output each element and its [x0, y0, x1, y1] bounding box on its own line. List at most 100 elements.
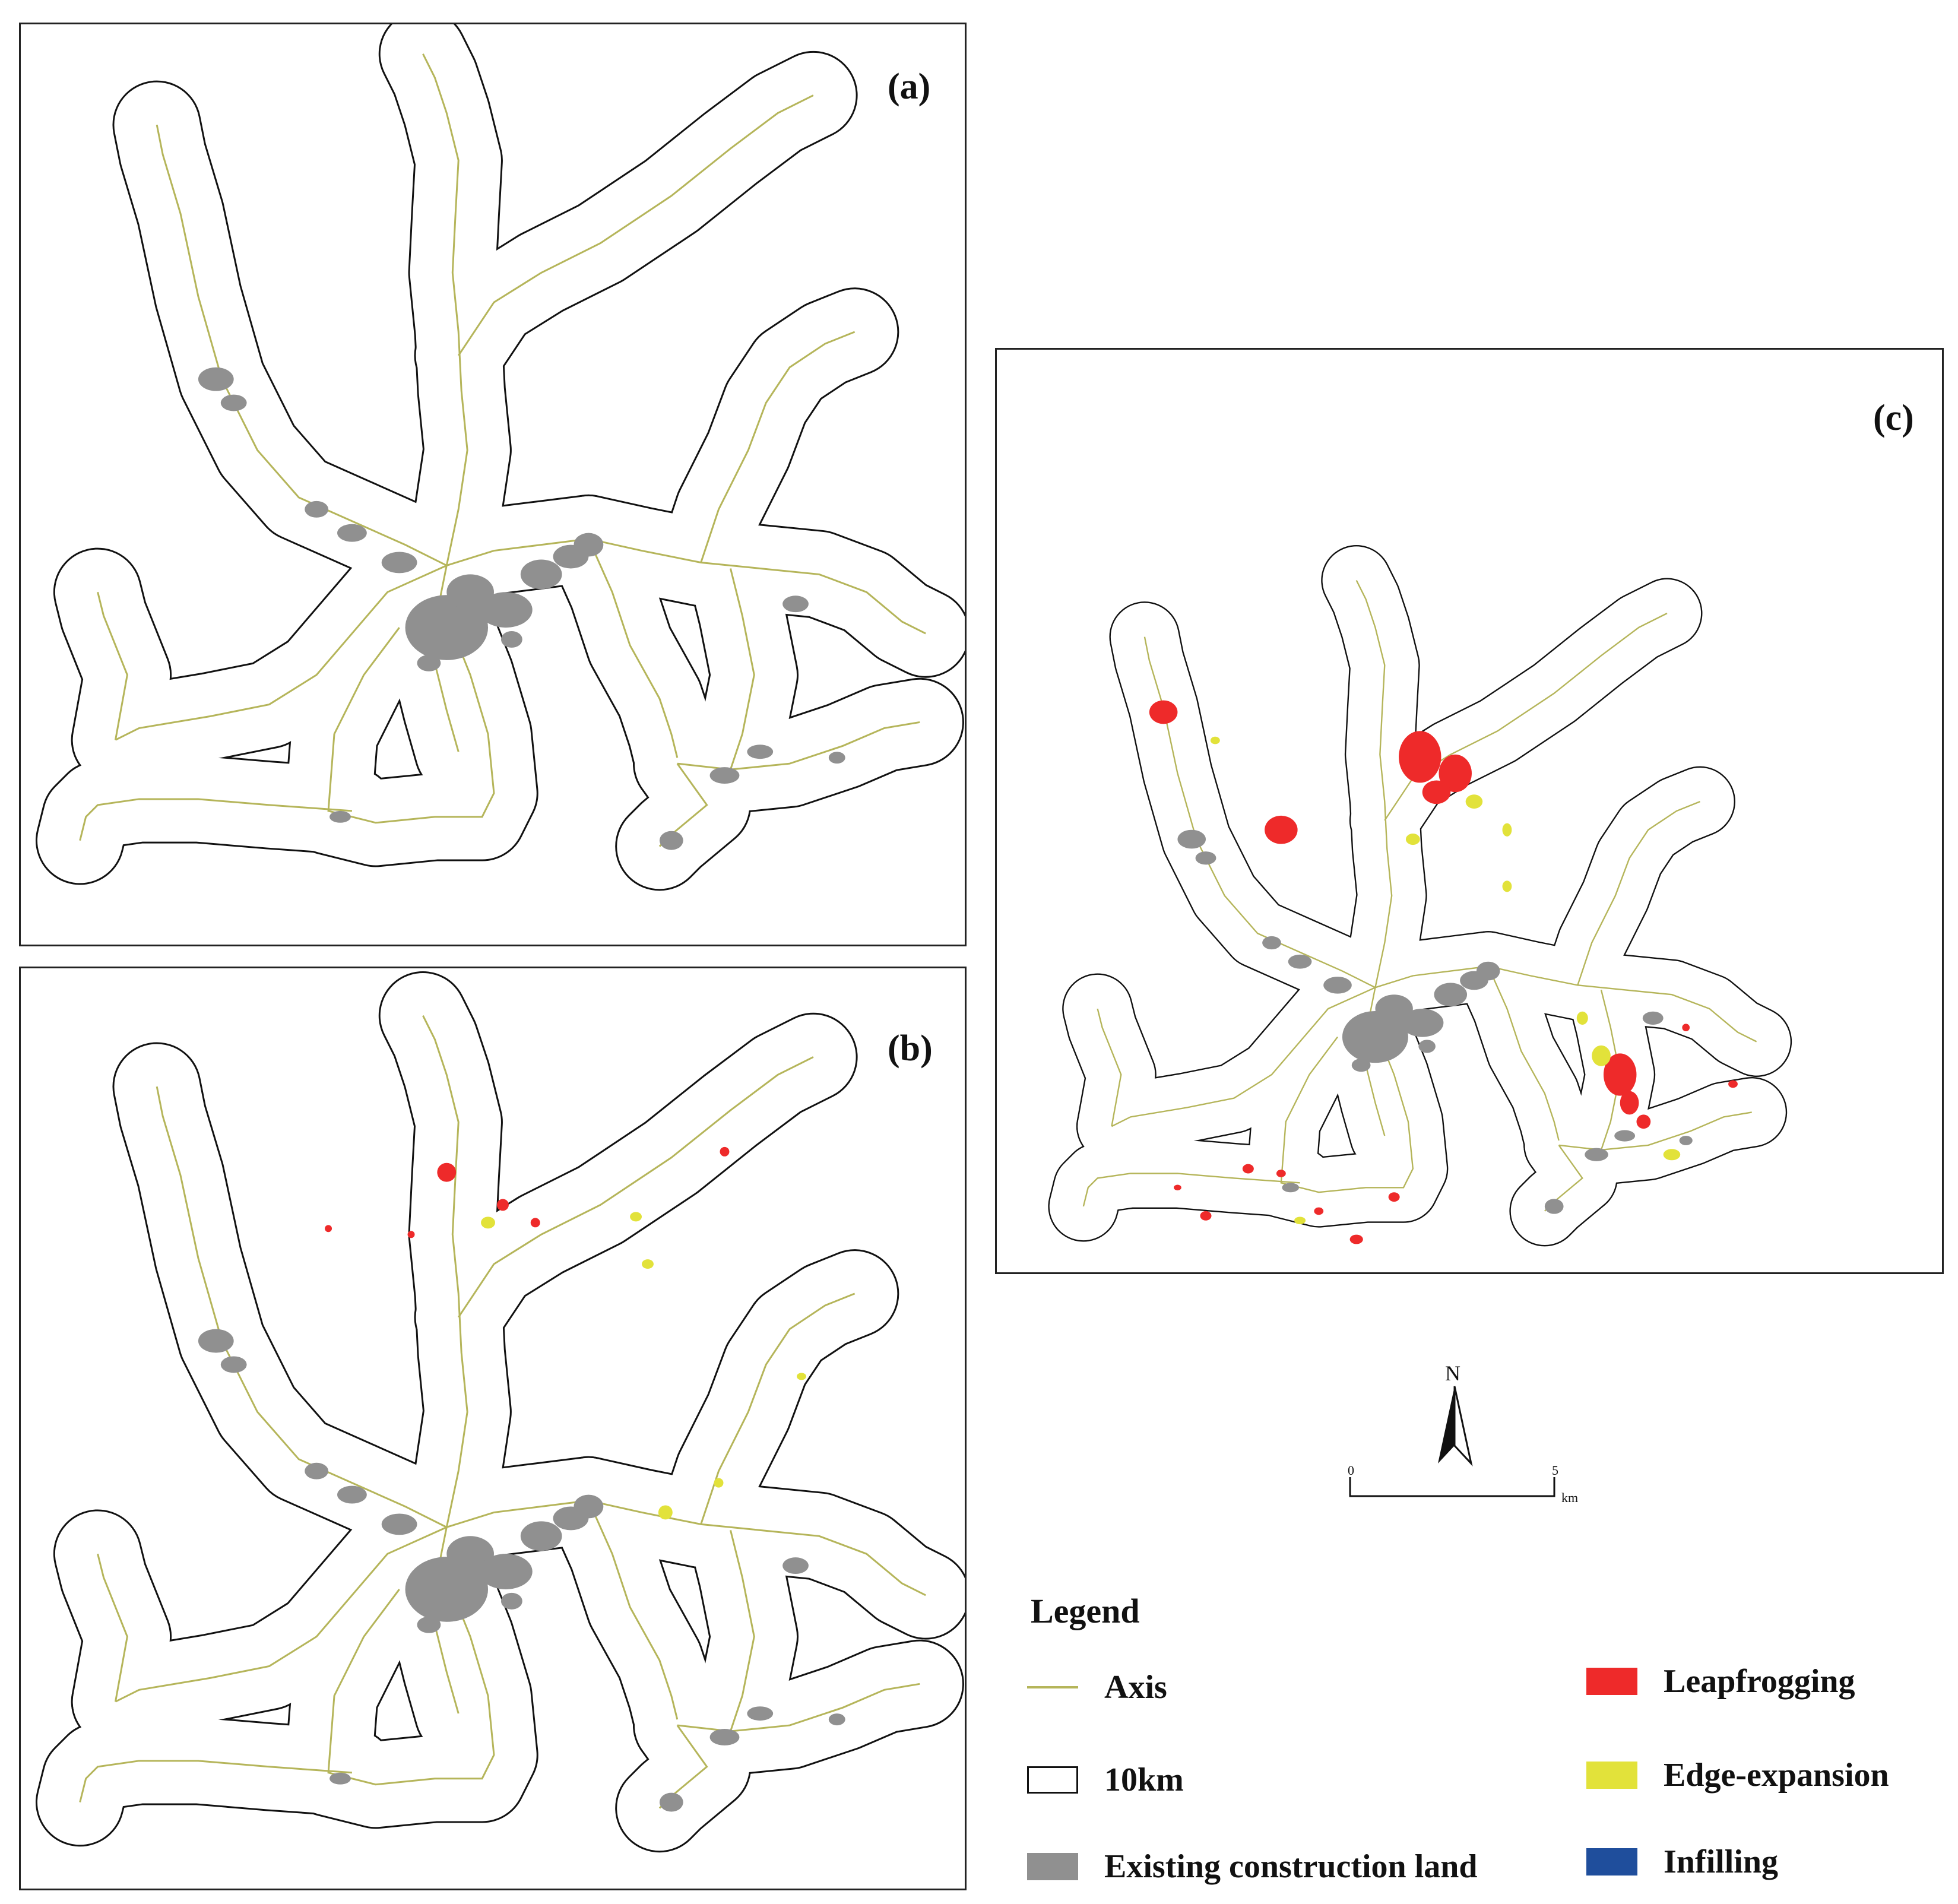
- land-patch-13: [1544, 1199, 1564, 1214]
- axis-road-11: [700, 331, 856, 563]
- axis-road-9: [1487, 966, 1560, 1141]
- edge-patch-5: [1663, 1149, 1681, 1161]
- buffer-outline: [35, 971, 965, 1853]
- axis-roads: [79, 53, 926, 847]
- map-b-svg: [35, 971, 965, 1853]
- land-patch-5: [574, 1494, 604, 1519]
- leapfrog-patch-2: [530, 1218, 540, 1228]
- edge-patch-5: [642, 1259, 654, 1269]
- axis-road-6: [1280, 1027, 1414, 1193]
- legend-item-leapfrogging: Leapfrogging: [1586, 1662, 1855, 1700]
- land-patch-8: [305, 500, 329, 518]
- leapfrog-patch-11: [1314, 1207, 1324, 1215]
- buffer-outline: [1048, 545, 1792, 1247]
- leapfrog-patch-9: [1276, 1170, 1286, 1177]
- axis-road-1: [422, 53, 468, 566]
- edge-patch-7: [1502, 880, 1512, 892]
- land-patch-6: [1323, 977, 1352, 994]
- land-patch-14: [747, 1706, 774, 1721]
- leapfrog-patch-8: [1242, 1164, 1254, 1174]
- land-patch-16: [828, 752, 845, 764]
- land-patch-3: [520, 559, 562, 590]
- land-patch-0: [405, 595, 489, 660]
- edge-patch-2: [1502, 823, 1512, 837]
- edge-patch-6: [1294, 1216, 1306, 1225]
- edge-patch-8: [1210, 736, 1220, 745]
- buffer-fill-7: [37, 756, 395, 883]
- panel-label-b: (b): [888, 1028, 933, 1069]
- leapfrog-patch-12: [1388, 1192, 1400, 1202]
- land-patch-14: [747, 745, 774, 759]
- buffer-outline: [35, 24, 965, 891]
- axis-road-10: [730, 1529, 755, 1732]
- leapfrogging-swatch: [1586, 1668, 1637, 1695]
- axis-road-1: [1355, 579, 1393, 988]
- land-patch-3: [1434, 983, 1468, 1007]
- existing-construction-land: [198, 367, 845, 850]
- land-patch-6: [381, 552, 417, 574]
- leapfrog-patch-2: [1422, 780, 1451, 804]
- land-patch-14: [1614, 1130, 1636, 1142]
- axis-road-4: [115, 565, 447, 741]
- edge-patch-4: [1576, 1011, 1588, 1025]
- panel-label-a: (a): [888, 66, 931, 107]
- axis-road-5: [1097, 1008, 1122, 1127]
- axis-road-9: [588, 1500, 679, 1720]
- axis-road-2: [457, 1056, 814, 1318]
- land-patch-18: [417, 654, 441, 671]
- edge-patch-0: [1465, 794, 1483, 809]
- land-patch-2: [479, 592, 533, 628]
- leapfrog-patch-15: [1349, 1234, 1363, 1244]
- land-patch-5: [574, 533, 604, 557]
- scale-unit-label: km: [1561, 1490, 1579, 1505]
- expansion-patches: [1149, 700, 1738, 1244]
- land-patch-8: [305, 1462, 329, 1480]
- land-patch-1: [446, 574, 494, 610]
- axis-roads: [79, 1015, 926, 1809]
- axis-road-5: [97, 1553, 128, 1702]
- buffer-fill-2: [416, 1014, 856, 1360]
- land-patch-9: [198, 367, 234, 391]
- axis-road-6: [327, 615, 495, 824]
- land-patch-1: [1375, 994, 1413, 1023]
- land-patch-1: [446, 1536, 494, 1572]
- panel-label-c: (c): [1873, 398, 1914, 438]
- leapfrog-patch-10: [1200, 1211, 1212, 1221]
- map-a-svg: [35, 24, 965, 891]
- legend-label-buffer: 10km: [1104, 1762, 1184, 1798]
- legend-label-existing: Existing construction land: [1104, 1848, 1478, 1885]
- land-patch-2: [479, 1554, 533, 1589]
- land-patch-10: [220, 394, 247, 411]
- land-patch-7: [337, 1485, 367, 1504]
- land-patch-15: [329, 1772, 351, 1785]
- leapfrog-patch-7: [1636, 1114, 1651, 1129]
- legend-item-edge: Edge-expansion: [1586, 1756, 1889, 1794]
- map-panel-a: (a): [19, 23, 967, 946]
- scale-bar: [1349, 1477, 1555, 1497]
- axis-road-11: [700, 1292, 856, 1525]
- legend-label-leapfrogging: Leapfrogging: [1664, 1663, 1855, 1700]
- buffer-fill-2: [416, 52, 856, 398]
- axis-road-3: [156, 125, 447, 566]
- expansion-patches: [325, 1146, 806, 1520]
- legend-title: Legend: [1031, 1592, 1140, 1630]
- land-patch-8: [1262, 936, 1281, 950]
- legend-item-infilling: Infilling: [1586, 1843, 1778, 1881]
- axis-road-11: [1577, 801, 1700, 986]
- north-label: N: [1445, 1361, 1460, 1385]
- land-patch-16: [1679, 1136, 1693, 1145]
- edge-patch-0: [481, 1216, 495, 1229]
- edge-patch-1: [630, 1212, 642, 1222]
- scale-mid-label: 5: [1552, 1463, 1558, 1478]
- buffer-swatch: [1027, 1766, 1078, 1794]
- leapfrog-patch-13: [1728, 1080, 1738, 1088]
- axis-road-5: [97, 591, 128, 740]
- leapfrog-patch-0: [1399, 731, 1441, 783]
- axis-road-2: [457, 94, 814, 356]
- map-panel-c: (c): [995, 348, 1944, 1274]
- land-patch-12: [709, 767, 740, 784]
- land-patch-10: [220, 1356, 247, 1373]
- land-patch-9: [1177, 829, 1206, 849]
- axis-road-6: [327, 1577, 495, 1786]
- edge-patch-2: [658, 1505, 673, 1520]
